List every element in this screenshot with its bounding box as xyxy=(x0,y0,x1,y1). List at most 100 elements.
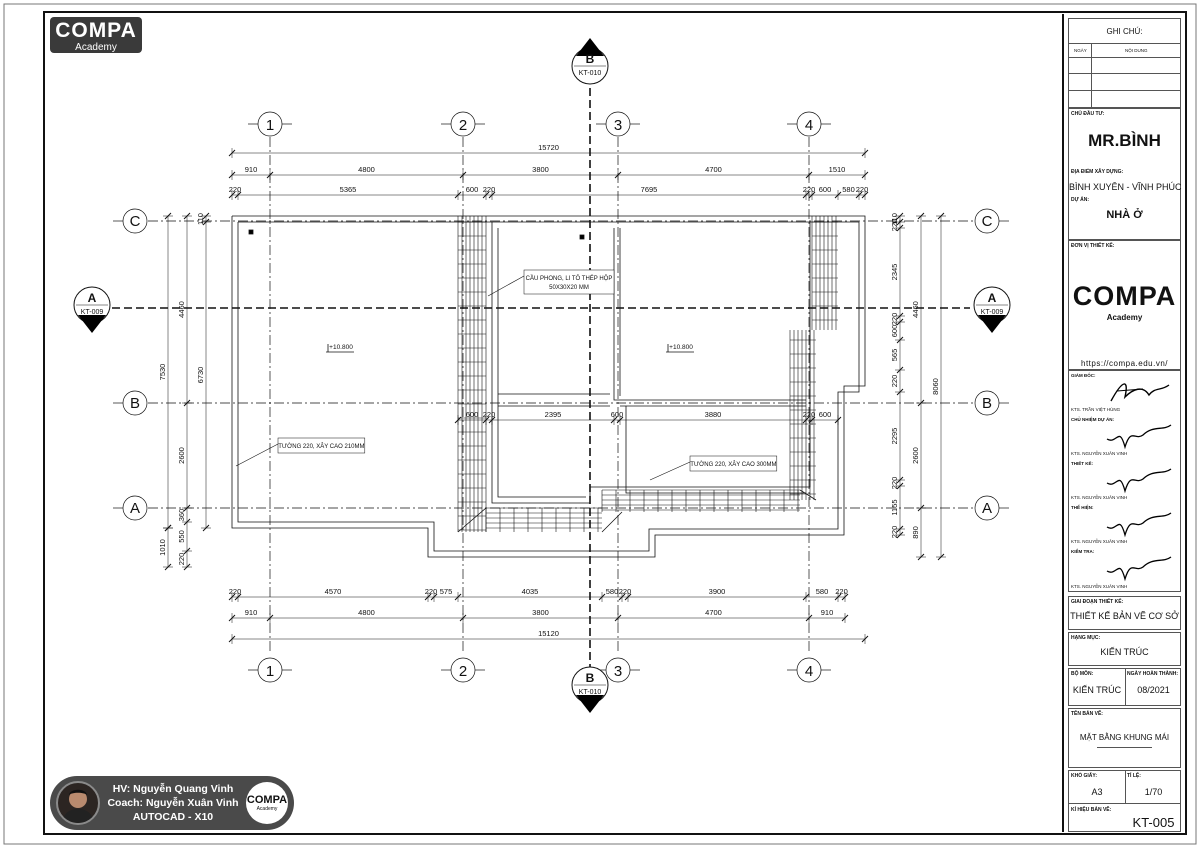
dim-right-mid-text: 2600 xyxy=(911,447,920,464)
dim-interior-text: 600 xyxy=(819,410,832,419)
dim-top-row2-text: 5365 xyxy=(340,185,357,194)
dim-left-mid-text: 4460 xyxy=(177,301,186,318)
sheet-name-label: TÊN BẢN VẼ: xyxy=(1071,711,1103,717)
note-wall-right-text: TƯỜNG 220, XÂY CAO 300MM xyxy=(690,461,776,468)
dim-bottom-row2-tick xyxy=(614,614,622,622)
dim-interior-text: 220 xyxy=(483,410,496,419)
director-signature xyxy=(1110,383,1170,402)
dim-top-row2-text: 220 xyxy=(803,185,816,194)
lead-signature xyxy=(1106,424,1172,450)
dim-bottom-row1-tick xyxy=(234,593,242,601)
category-panel: HẠNG MỤC: KIẾN TRÚC xyxy=(1068,632,1181,666)
dim-right-mid-tick xyxy=(917,504,925,512)
dim-right-inner-tick xyxy=(896,531,904,539)
avatar xyxy=(56,781,100,825)
grid-label-4: 4 xyxy=(805,117,813,134)
dim-right-inner-text: 110 xyxy=(890,213,899,225)
dept-value: KIẾN TRÚC xyxy=(1072,685,1122,695)
dim-right-inner-text: 220 xyxy=(890,477,899,490)
credit-logo: COMPA Academy xyxy=(246,782,288,824)
section-mark-a-left-label: A xyxy=(88,291,97,305)
drafter-label: THỂ HIỆN: xyxy=(1071,505,1094,510)
dept-label: BỘ MÔN: xyxy=(1071,671,1094,677)
rafter-corner xyxy=(799,489,817,501)
dim-right-mid-tick xyxy=(917,212,925,220)
investor-name: MR.BÌNH xyxy=(1088,131,1161,150)
dim-bottom-row1-text: 580 xyxy=(816,587,829,596)
section-mark-b-top-arrow xyxy=(576,38,604,56)
dim-bottom-row2-text: 4700 xyxy=(705,608,722,617)
dim-bottom-row1-text: 575 xyxy=(440,587,453,596)
dim-interior-text: 3880 xyxy=(705,410,722,419)
section-mark-b-bottom-ref: KT-010 xyxy=(579,689,602,696)
checker-signature xyxy=(1106,556,1172,582)
column-marker xyxy=(248,229,254,235)
dim-top-row1-text: 1510 xyxy=(829,165,846,174)
credit-text: HV: Nguyễn Quang Vinh Coach: Nguyễn Xuân… xyxy=(102,782,244,824)
dim-bottom-row2-text: 4800 xyxy=(358,608,375,617)
dim-top-row1-text: 4800 xyxy=(358,165,375,174)
elevation-label: +10.800 xyxy=(329,344,353,351)
section-mark-a-right-ref: KT-009 xyxy=(981,309,1004,316)
grid-label-3: 3 xyxy=(614,663,622,680)
dim-right-inner-tick xyxy=(896,212,904,220)
project-value: NHÀ Ở xyxy=(1106,209,1143,221)
dim-right-mid-tick xyxy=(917,399,925,407)
column-marker xyxy=(579,234,585,240)
brand-name: COMPA xyxy=(55,19,137,42)
grid-label-C: C xyxy=(982,213,993,230)
rafter-corner xyxy=(601,511,623,533)
design-name: KTS. NGUYỄN XUÂN VINH xyxy=(1071,495,1128,500)
elevation-label: +10.800 xyxy=(669,344,693,351)
dim-left-mid-tick xyxy=(183,547,191,555)
dim-left-outer-2-tick xyxy=(164,563,172,571)
dim-right-inner-tick xyxy=(896,525,904,533)
dim-left-mid-tick xyxy=(183,563,191,571)
checker-label: KIỂM TRA: xyxy=(1071,549,1095,554)
notes-col-content: NỘI DUNG xyxy=(1125,48,1148,53)
phase-value: THIẾT KẾ BẢN VẼ CƠ SỞ xyxy=(1070,611,1179,621)
dim-bottom-overall-text: 15120 xyxy=(538,629,559,638)
dim-bottom-row1-text: 220 xyxy=(619,587,632,596)
dim-left-mid-text: 550 xyxy=(177,530,186,543)
dim-right-outer-tick xyxy=(937,212,945,220)
dim-bottom-row2-tick xyxy=(266,614,274,622)
dim-bottom-row1-tick xyxy=(834,593,842,601)
dim-interior-text: 220 xyxy=(803,410,816,419)
director-name: KTS. TRẦN VIỆT HÙNG xyxy=(1071,407,1121,412)
dim-top-row1-text: 3800 xyxy=(532,165,549,174)
dim-right-outer-tick xyxy=(937,553,945,561)
roof-inner-outline xyxy=(237,221,860,552)
dim-bottom-row1-tick xyxy=(624,593,632,601)
code-value: KT-005 xyxy=(1132,815,1175,830)
lead-label: CHỦ NHIỆM DỰ ÁN: xyxy=(1071,417,1114,422)
dim-interior-tick xyxy=(834,416,842,424)
dim-right-mid-tick xyxy=(917,553,925,561)
credit-logo-sub: Academy xyxy=(256,806,278,812)
dim-top-row1-tick xyxy=(228,171,236,179)
dim-top-row2-tick xyxy=(228,191,236,199)
dim-top-row2-tick xyxy=(454,191,462,199)
dim-bottom-row1-text: 3900 xyxy=(709,587,726,596)
roof-outer-outline xyxy=(231,215,866,558)
investor-label: CHỦ ĐẦU TƯ: xyxy=(1071,111,1105,117)
dim-interior-tick xyxy=(802,416,810,424)
dim-top-row2-text: 580 xyxy=(842,185,855,194)
website-text: https://compa.edu.vn/ xyxy=(1081,359,1168,368)
dim-top-row2-tick xyxy=(808,191,816,199)
dim-bottom-row1-tick xyxy=(841,593,849,601)
section-mark-a-left-ref: KT-009 xyxy=(81,309,104,316)
grid-label-2: 2 xyxy=(459,117,467,134)
note-wall-right-leader xyxy=(649,461,691,481)
dim-right-inner-text: 220 xyxy=(890,219,899,232)
category-label: HẠNG MỤC: xyxy=(1071,635,1101,641)
note-wall-right-box xyxy=(689,455,778,472)
dim-left-mid-text: 220 xyxy=(177,553,186,566)
note-rafter-box xyxy=(523,269,615,295)
investor-panel: CHỦ ĐẦU TƯ: MR.BÌNH ĐỊA ĐIỂM XÂY DỰNG: B… xyxy=(1068,108,1182,240)
upper-room-divider xyxy=(613,228,806,401)
dim-left-outer-2-tick xyxy=(164,524,172,532)
dim-interior-tick xyxy=(808,416,816,424)
grid-label-B: B xyxy=(130,395,140,412)
